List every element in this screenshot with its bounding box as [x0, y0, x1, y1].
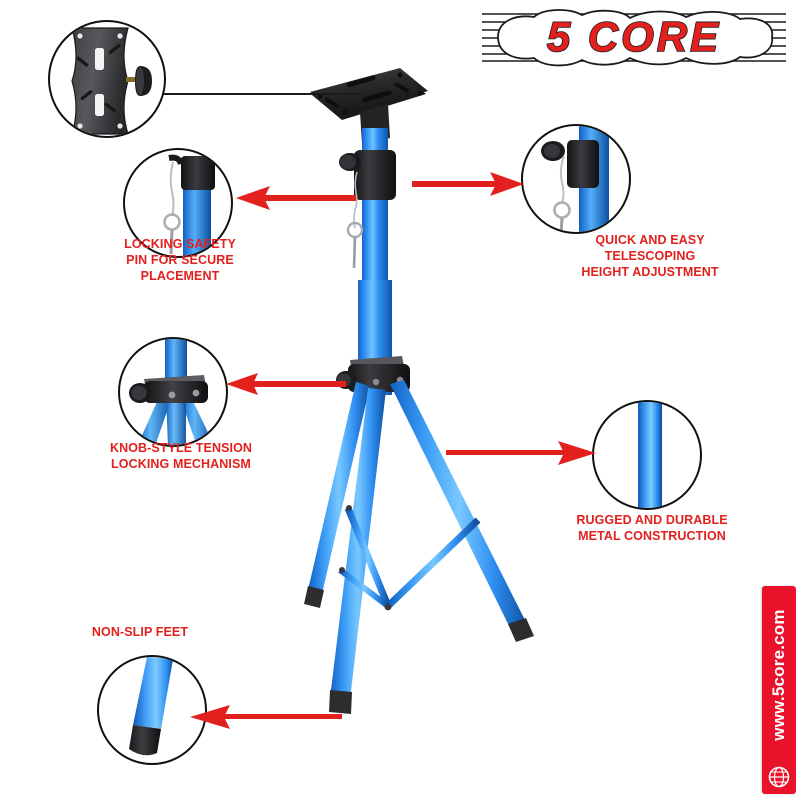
- telescoping-collar: [339, 150, 396, 269]
- telescoping-height-callout: [521, 124, 631, 234]
- arrow-to-metal-construction: [446, 441, 596, 465]
- locking-safety-pin-callout: [123, 148, 233, 258]
- website-url-text: www.5core.com: [769, 609, 788, 741]
- collar-knob-chain-icon: [523, 126, 629, 232]
- metal-construction-caption: RUGGED AND DURABLE METAL CONSTRUCTION: [576, 513, 728, 543]
- pin-chain: [353, 171, 358, 229]
- rubber-foot-icon: [99, 657, 205, 763]
- arrow-to-locking-safety-pin: [236, 186, 356, 210]
- brand-logo: 5 CORE: [478, 6, 790, 68]
- tripod-hub-knob-icon: [120, 339, 226, 445]
- telescoping-height-caption: QUICK AND EASY TELESCOPING HEIGHT ADJUST…: [581, 233, 719, 279]
- non-slip-feet-callout: [97, 655, 207, 765]
- metal-tube-icon: [594, 402, 700, 508]
- tripod-speaker-stand-illustration: [250, 50, 590, 750]
- globe-www-icon: [768, 766, 790, 788]
- website-banner[interactable]: www.5core.com: [762, 586, 796, 794]
- bracket-plate-icon: [50, 22, 164, 136]
- non-slip-feet-caption: NON-SLIP FEET: [91, 625, 189, 639]
- arrow-to-non-slip-feet: [190, 705, 342, 729]
- knob-tension-lock-callout: [118, 337, 228, 447]
- locking-safety-pin-caption: LOCKING SAFETY PIN FOR SECURE PLACEMENT: [124, 237, 236, 283]
- mounting-bracket-callout: [48, 20, 166, 138]
- arrow-to-telescoping-height: [412, 172, 524, 196]
- brace-rivets: [339, 505, 392, 611]
- knob-tension-lock-caption: KNOB-STYLE TENSION LOCKING MECHANISM: [109, 441, 253, 471]
- non-slip-feet: [304, 586, 534, 714]
- leg-cross-braces: [338, 506, 481, 609]
- safety-pin-chain-icon: [125, 150, 231, 256]
- bracket-leader-line: [160, 84, 360, 104]
- metal-construction-callout: [592, 400, 702, 510]
- brand-logo-text: 5 CORE: [547, 13, 721, 60]
- tripod-legs: [308, 380, 528, 700]
- arrow-to-knob-tension-lock: [226, 373, 346, 395]
